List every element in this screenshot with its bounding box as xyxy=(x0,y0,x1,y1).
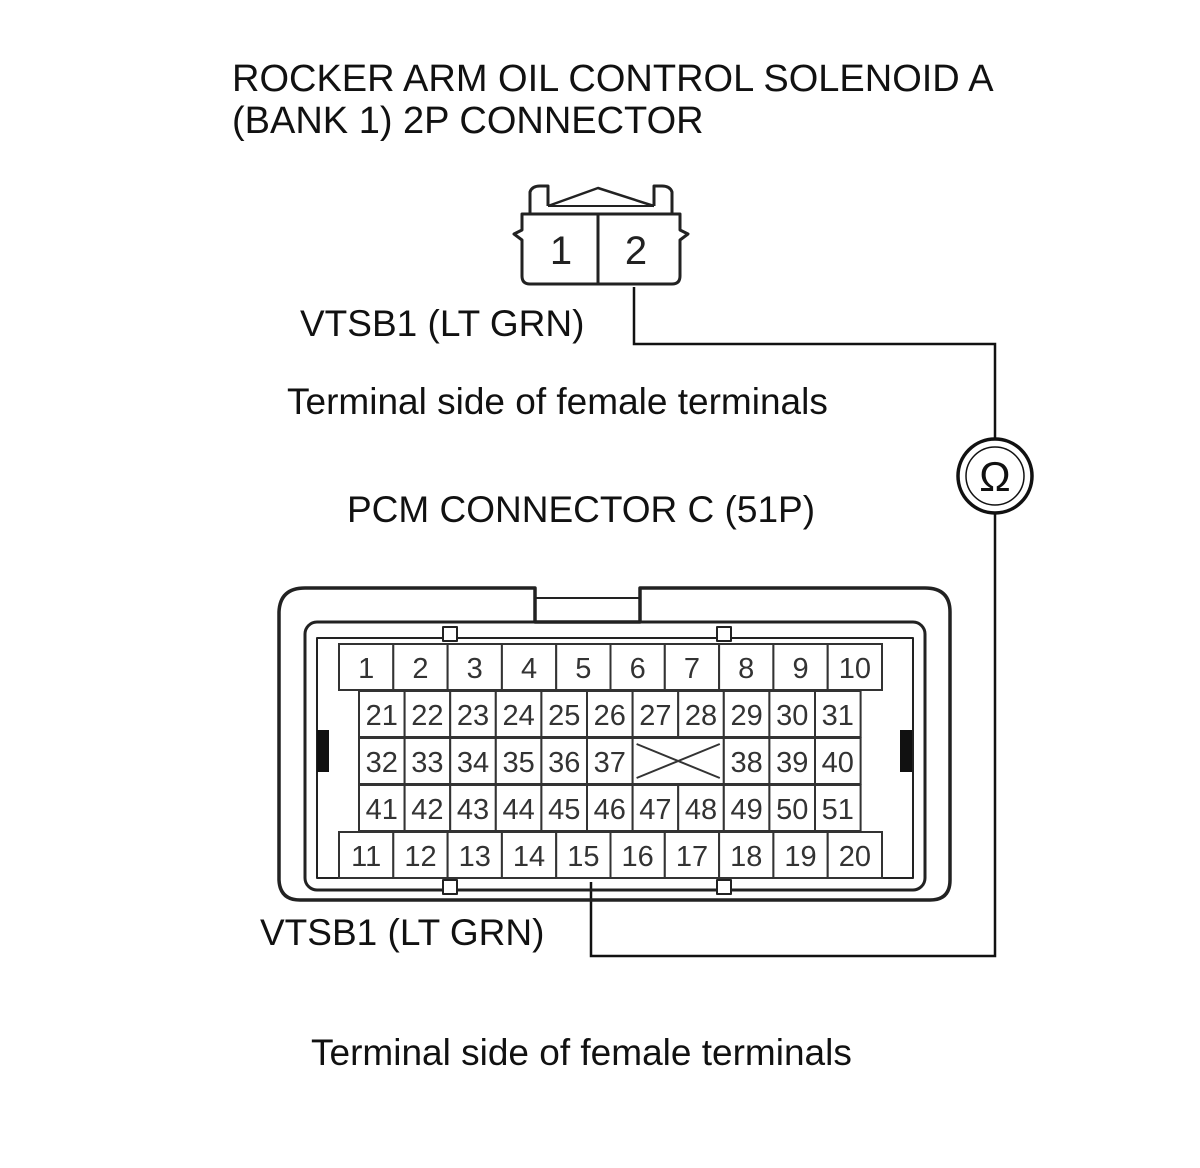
pcm-terminal-cell xyxy=(586,784,634,832)
pcm-terminal-cell xyxy=(609,831,666,879)
pcm-terminal-number: 50 xyxy=(776,794,808,826)
pcm-terminal-number: 14 xyxy=(513,841,545,873)
pcm-terminal-cell xyxy=(449,690,497,738)
ohm-symbol: Ω xyxy=(979,453,1010,500)
pcm-terminal-number: 32 xyxy=(366,747,398,779)
pcm-wire-label: VTSB1 (LT GRN) xyxy=(260,912,545,953)
pcm-terminal-number: 23 xyxy=(457,700,489,732)
pcm-terminal-cell xyxy=(772,831,829,879)
pcm-terminal-number: 27 xyxy=(639,700,671,732)
pcm-terminal-number: 16 xyxy=(622,841,654,873)
pcm-terminal-cell xyxy=(663,831,721,879)
pcm-terminal-cell xyxy=(718,643,775,691)
pcm-terminal-number: 13 xyxy=(459,841,491,873)
pcm-51p-connector-housing xyxy=(277,586,952,902)
pcm-terminal-cell xyxy=(677,784,725,832)
pcm-terminal-number: 41 xyxy=(366,794,398,826)
pcm-terminal-cell xyxy=(500,643,558,691)
pcm-terminal-number: 47 xyxy=(639,794,671,826)
pcm-connector-title: PCM CONNECTOR C (51P) xyxy=(347,489,816,530)
pcm-terminal-cell xyxy=(540,737,589,785)
pcm-terminal-number: 37 xyxy=(594,747,626,779)
pcm-terminal-cell xyxy=(663,643,721,691)
pcm-terminal-cell xyxy=(392,643,449,691)
pcm-terminal-number: 15 xyxy=(567,841,599,873)
pcm-terminal-number: 39 xyxy=(776,747,808,779)
pcm-terminal-cell xyxy=(446,643,503,691)
pcm-terminal-number: 12 xyxy=(404,841,436,873)
pcm-terminal-number: 2 xyxy=(412,653,428,685)
pcm-terminal-number: 33 xyxy=(411,747,443,779)
pcm-terminal-number: 10 xyxy=(839,653,871,685)
pcm-terminal-number: 4 xyxy=(521,653,537,685)
pcm-terminal-number: 26 xyxy=(594,700,626,732)
pcm-terminal-number: 6 xyxy=(630,653,646,685)
test-leads xyxy=(589,287,997,958)
pcm-terminal-number: 5 xyxy=(575,653,591,685)
pcm-terminal-number: 48 xyxy=(685,794,717,826)
pcm-terminal-number: 35 xyxy=(502,747,534,779)
pcm-terminal-number: 8 xyxy=(738,653,754,685)
pcm-terminal-number: 25 xyxy=(548,700,580,732)
pcm-terminal-cell xyxy=(631,690,680,738)
pcm-terminal-number: 7 xyxy=(684,653,700,685)
pcm-terminal-cell xyxy=(814,690,862,738)
pcm-terminal-number: 3 xyxy=(467,653,483,685)
pcm-terminal-number: 43 xyxy=(457,794,489,826)
pcm-terminal-number: 30 xyxy=(776,700,808,732)
solenoid-pin-2: 2 xyxy=(625,229,647,273)
pcm-terminal-number: 51 xyxy=(822,794,854,826)
pcm-terminal-number: 46 xyxy=(594,794,626,826)
pcm-terminal-number: 1 xyxy=(358,653,374,685)
pcm-terminal-number: 36 xyxy=(548,747,580,779)
pcm-terminal-cell xyxy=(814,784,862,832)
pcm-terminal-cell xyxy=(494,690,543,738)
pcm-terminal-number: 11 xyxy=(351,841,381,873)
pcm-terminal-number: 42 xyxy=(411,794,443,826)
pcm-terminal-number: 22 xyxy=(411,700,443,732)
pcm-terminal-number: 28 xyxy=(685,700,717,732)
pcm-terminal-number: 21 xyxy=(366,700,398,732)
pcm-terminal-number: 19 xyxy=(784,841,816,873)
pcm-terminal-cell xyxy=(677,690,725,738)
pcm-terminal-number: 17 xyxy=(676,841,708,873)
pcm-terminal-number: 38 xyxy=(730,747,762,779)
pcm-terminal-cell xyxy=(449,784,497,832)
solenoid-connector-title-line2: (BANK 1) 2P CONNECTOR xyxy=(232,100,704,142)
pcm-terminal-number: 20 xyxy=(839,841,871,873)
pcm-terminal-cell xyxy=(403,784,452,832)
pcm-terminal-cell xyxy=(392,831,449,879)
pcm-terminal-cell xyxy=(826,831,884,879)
pcm-terminal-number: 18 xyxy=(730,841,762,873)
solenoid-pin-1: 1 xyxy=(550,229,572,273)
pcm-terminal-cell xyxy=(540,784,589,832)
pcm-terminal-side-note: Terminal side of female terminals xyxy=(311,1032,852,1073)
pcm-terminal-cell xyxy=(338,831,395,879)
ohmmeter-icon xyxy=(956,437,1034,515)
solenoid-2p-connector xyxy=(512,184,690,286)
pcm-terminal-number: 40 xyxy=(822,747,854,779)
pcm-terminal-cell xyxy=(826,643,884,691)
solenoid-wire-label: VTSB1 (LT GRN) xyxy=(300,303,585,344)
solenoid-connector-title-line1: ROCKER ARM OIL CONTROL SOLENOID A xyxy=(232,58,994,100)
pcm-terminal-number: 31 xyxy=(822,700,854,732)
pcm-blank-position-mark xyxy=(636,743,721,779)
pcm-terminal-cell xyxy=(768,737,817,785)
pcm-terminal-cell xyxy=(555,831,612,879)
pcm-terminal-number: 44 xyxy=(502,794,534,826)
pcm-terminal-number: 24 xyxy=(502,700,534,732)
pcm-terminal-number: 49 xyxy=(730,794,762,826)
solenoid-terminal-side-note: Terminal side of female terminals xyxy=(287,381,828,422)
pcm-terminal-number: 45 xyxy=(548,794,580,826)
pcm-terminal-cell xyxy=(768,690,817,738)
pcm-terminal-cell xyxy=(446,831,503,879)
pcm-terminal-cell xyxy=(631,784,680,832)
pcm-terminal-number: 29 xyxy=(730,700,762,732)
pcm-terminal-number: 34 xyxy=(457,747,489,779)
pcm-terminal-cell xyxy=(722,737,771,785)
pcm-terminal-number: 9 xyxy=(792,653,808,685)
